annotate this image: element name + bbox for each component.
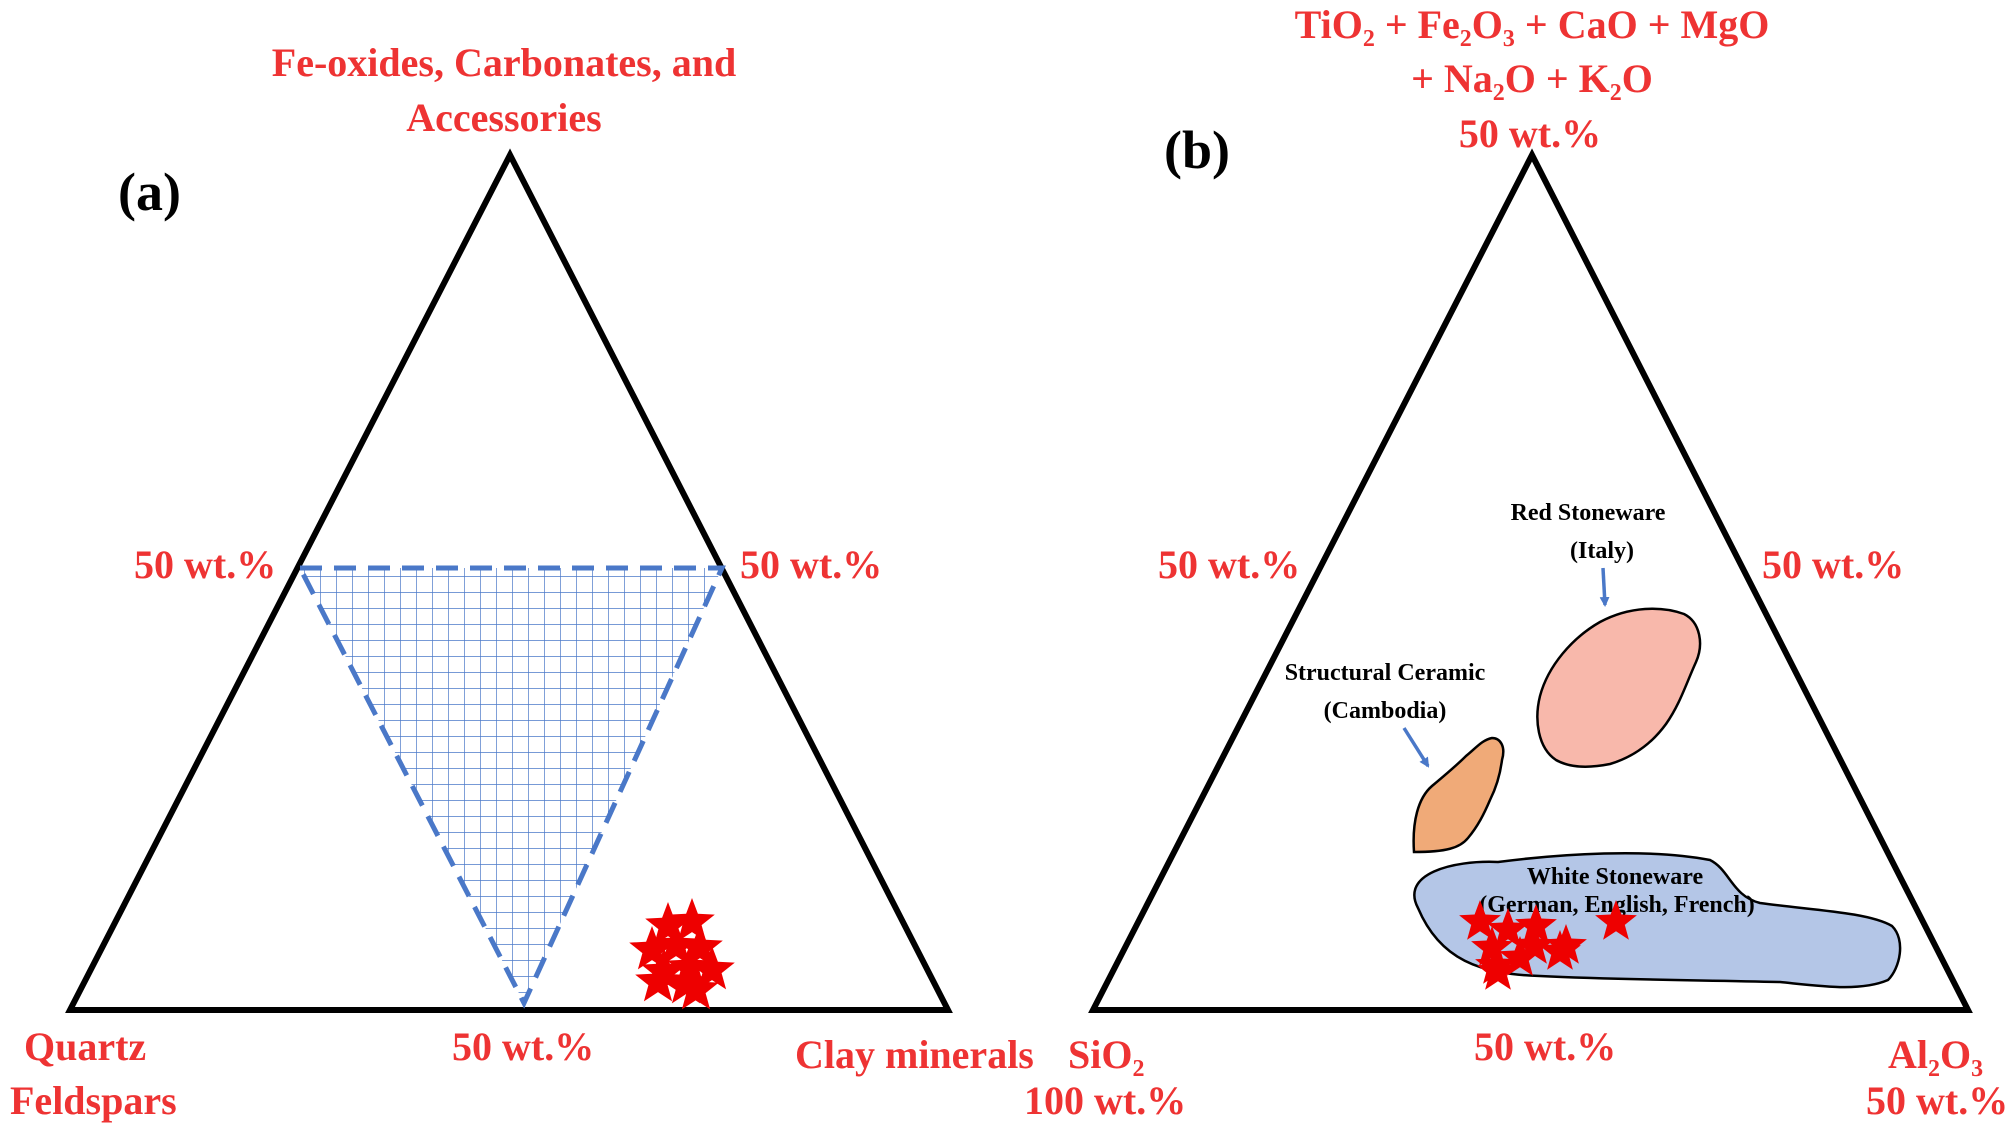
panel-a-sample-star: [663, 960, 709, 1004]
structural-ceramic-label-line1: Structural Ceramic: [1285, 660, 1486, 686]
panel-b-bottom-left-line2: 100 wt.%: [1024, 1078, 1186, 1123]
panel-b-top-label-line3: 50 wt.%: [1459, 111, 1601, 156]
panel-a-sample-star: [677, 924, 723, 968]
panel-b-sample-star: [1477, 950, 1519, 990]
panel-b-sample-star: [1487, 908, 1529, 948]
panel-b-sample-star: [1595, 900, 1637, 940]
panel-b-bottom-right-line2: 50 wt.%: [1866, 1078, 2006, 1123]
panel-b-triangle: [1088, 148, 1973, 1013]
panel-a-sample-star: [673, 966, 719, 1010]
panel-b-bottom-right-line1: Al₂O₃: [1888, 1032, 1983, 1077]
panel-b-samples: [1459, 900, 1637, 990]
panel-a-right-mid-label: 50 wt.%: [740, 542, 882, 587]
red-stoneware-arrow: [1599, 567, 1610, 607]
red-stoneware-label-line1: Red Stoneware: [1511, 500, 1666, 526]
panel-a-label: (a): [118, 162, 181, 222]
red-stoneware-field: [1536, 607, 1702, 768]
panel-a-top-label-line1: Fe-oxides, Carbonates, and: [272, 40, 736, 85]
panel-b-sample-star: [1471, 926, 1513, 966]
panel-a-top-label-line2: Accessories: [406, 95, 601, 140]
panel-b-top-label-line2: + Na₂O + K₂O: [1411, 56, 1653, 101]
panel-a-sample-star: [669, 898, 715, 942]
panel-b-bottom-left-line1: SiO₂: [1068, 1032, 1144, 1077]
panel-b-top-label-line1: TiO₂ + Fe₂O₃ + CaO + MgO: [1295, 2, 1770, 47]
panel-a-hatched-region: [295, 565, 726, 1009]
panel-a-sample-star: [689, 946, 735, 990]
structural-ceramic-arrow: [1402, 727, 1430, 768]
panel-b: (b) TiO₂ + Fe₂O₃ + CaO + MgO + Na₂O + K₂…: [1024, 2, 2006, 1123]
panel-a-triangle: [65, 148, 953, 1013]
panel-b-sample-star: [1545, 924, 1587, 964]
panel-a-sample-star: [629, 926, 675, 970]
panel-b-sample-star: [1515, 904, 1557, 944]
white-stoneware-label-line1: White Stoneware: [1527, 864, 1704, 890]
panel-a: (a) Fe-oxides, Carbonates, and Accessori…: [10, 40, 1034, 1123]
panel-a-bottom-right-label: Clay minerals: [795, 1032, 1034, 1077]
panel-b-sample-star: [1499, 936, 1541, 976]
panel-a-bottom-mid-label: 50 wt.%: [452, 1024, 594, 1069]
panel-a-sample-star: [635, 958, 681, 1002]
panel-a-bottom-left-line1: Quartz: [24, 1024, 146, 1069]
panel-b-sample-star: [1539, 930, 1581, 970]
panel-b-bottom-mid-label: 50 wt.%: [1474, 1024, 1616, 1069]
panel-a-left-mid-label: 50 wt.%: [134, 542, 276, 587]
panel-a-sample-star: [653, 922, 699, 966]
panel-a-sample-star: [645, 902, 691, 946]
panel-a-bottom-left-line2: Feldspars: [10, 1078, 177, 1123]
panel-b-right-mid-label: 50 wt.%: [1762, 542, 1904, 587]
panel-b-sample-star: [1459, 900, 1501, 940]
structural-ceramic-field: [1412, 736, 1505, 854]
panel-b-left-mid-label: 50 wt.%: [1158, 542, 1300, 587]
panel-a-samples: [629, 898, 735, 1010]
panel-b-sample-star: [1513, 924, 1555, 964]
panel-a-sample-star: [667, 944, 713, 988]
structural-ceramic-label-line2: (Cambodia): [1324, 698, 1447, 724]
red-stoneware-label-line2: (Italy): [1570, 538, 1634, 564]
panel-b-label: (b): [1164, 120, 1230, 180]
panel-a-sample-star: [641, 948, 687, 992]
